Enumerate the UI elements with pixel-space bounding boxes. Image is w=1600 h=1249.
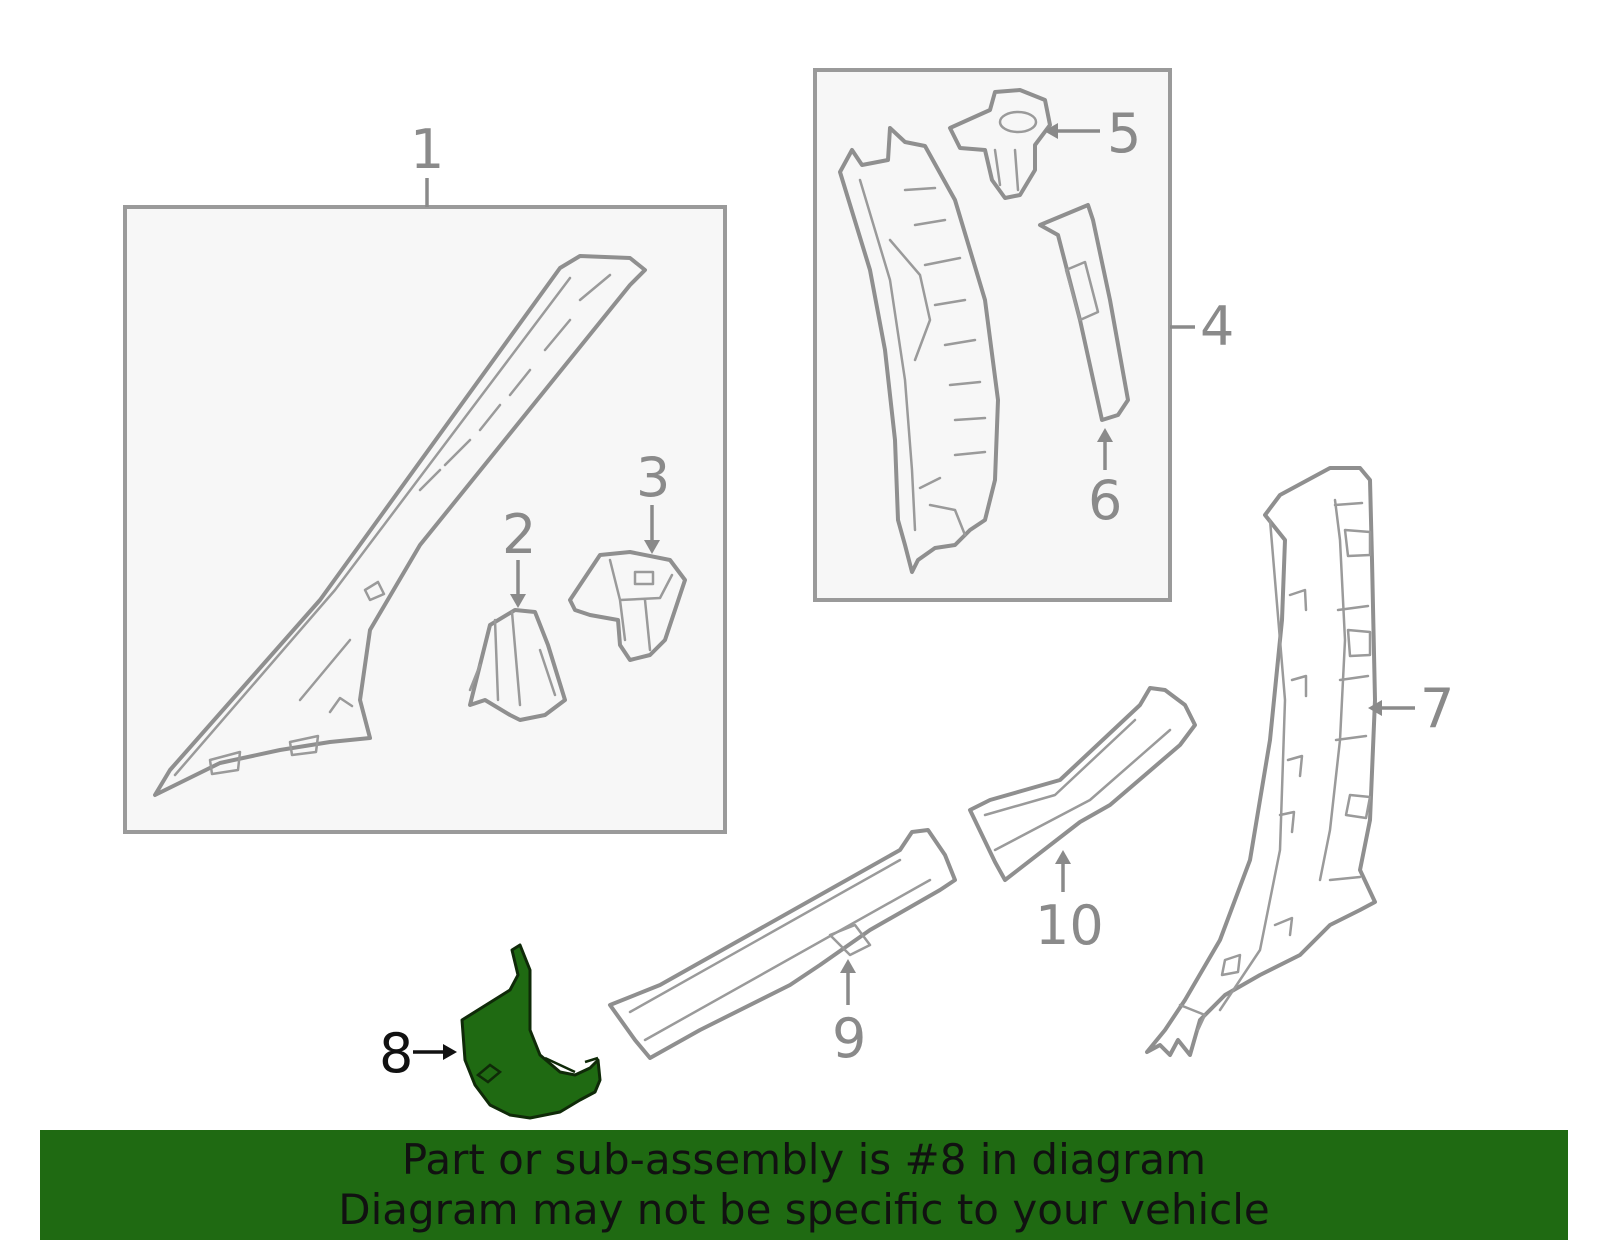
assembly-box-4: [813, 68, 1172, 602]
banner-line-2: Diagram may not be specific to your vehi…: [338, 1185, 1270, 1234]
banner-line-1: Part or sub-assembly is #8 in diagram: [401, 1135, 1207, 1184]
callout-9: 9: [832, 1007, 866, 1070]
callout-10: 10: [1035, 894, 1104, 957]
callout-4: 4: [1200, 295, 1234, 358]
callout-8: 8: [379, 1022, 413, 1085]
assembly-box-1: [123, 205, 727, 834]
callout-6: 6: [1088, 469, 1122, 532]
callout-2: 2: [502, 503, 536, 566]
part-7-b-pillar-lower-trim: [1145, 466, 1377, 1057]
part-3-fastener: [568, 550, 687, 662]
part-1-a-pillar-trim: [153, 254, 647, 797]
callout-3: 3: [636, 446, 670, 509]
part-9-sill-plate: [608, 828, 957, 1060]
part-5-clip: [948, 88, 1052, 200]
callout-5: 5: [1107, 102, 1141, 165]
part-2-clip: [468, 608, 567, 722]
callout-1: 1: [410, 118, 444, 181]
notice-banner: Part or sub-assembly is #8 in diagram Di…: [40, 1130, 1568, 1240]
part-8-kick-panel-highlighted: [460, 943, 602, 1120]
part-6-cover-strip: [1038, 203, 1130, 422]
callout-7: 7: [1420, 677, 1454, 740]
part-4-b-pillar-upper-trim: [838, 126, 1000, 574]
part-10-sill-plate-rear: [968, 686, 1197, 882]
